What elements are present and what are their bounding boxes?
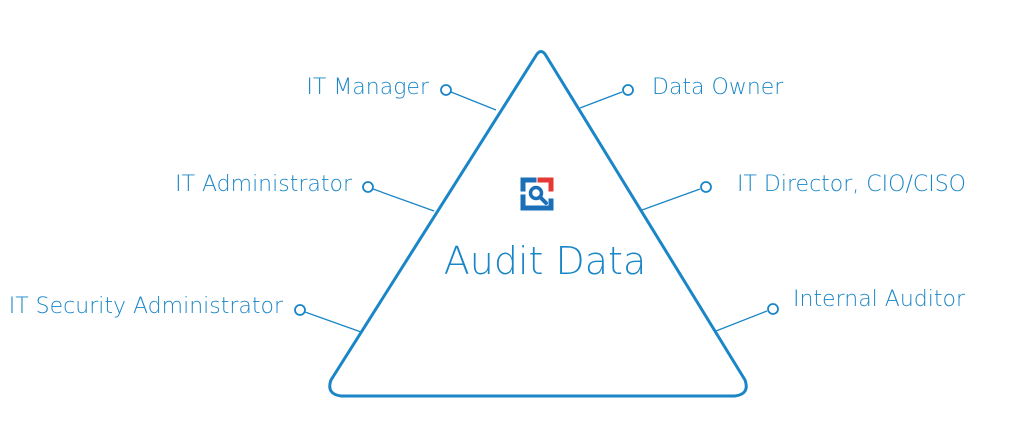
node-it-director — [700, 181, 712, 193]
node-it-manager — [440, 84, 452, 96]
connector-it-director — [641, 188, 701, 211]
role-label-internal-auditor: Internal Auditor — [793, 287, 965, 312]
node-it-administrator — [362, 181, 374, 193]
connector-data-owner — [579, 91, 623, 109]
audit-triangle — [328, 50, 748, 398]
role-label-it-manager: IT Manager — [306, 75, 429, 100]
node-it-security-administrator — [294, 304, 306, 316]
center-label: Audit Data — [443, 239, 647, 283]
connector-it-administrator — [372, 188, 435, 212]
connector-it-security-administrator — [304, 311, 362, 333]
connector-internal-auditor — [715, 310, 768, 332]
role-label-it-director: IT Director, CIO/CISO — [737, 172, 966, 197]
role-label-data-owner: Data Owner — [652, 75, 784, 100]
connector-it-manager — [450, 91, 497, 111]
node-internal-auditor — [767, 303, 779, 315]
role-label-it-administrator: IT Administrator — [175, 172, 352, 197]
role-label-it-security-administrator: IT Security Administrator — [8, 294, 283, 319]
node-data-owner — [622, 84, 634, 96]
magnifier-in-bracket-icon — [520, 177, 554, 211]
